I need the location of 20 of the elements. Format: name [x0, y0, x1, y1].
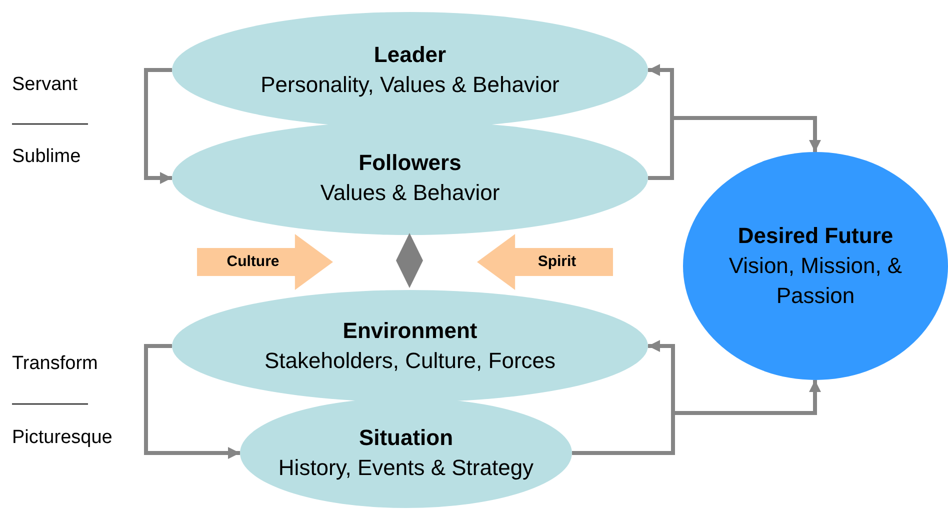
- side-label: Picturesque: [12, 426, 112, 450]
- node-title: Environment: [342, 317, 478, 346]
- node-text: Values & Behavior: [320, 179, 500, 207]
- arrow-label: Spirit: [538, 252, 576, 272]
- connector-arrow: [648, 116, 821, 180]
- node-title: Situation: [358, 424, 454, 452]
- connector-arrow: [144, 68, 172, 184]
- side-label: Sublime: [12, 145, 81, 169]
- node-title: Desired Future: [738, 222, 894, 250]
- node-text: History, Events & Strategy: [278, 454, 534, 482]
- node-title: Followers: [358, 149, 462, 178]
- side-label: Transform: [12, 352, 98, 376]
- node-text: Vision, Mission, & Passion: [728, 252, 904, 310]
- node-title: Leader: [374, 41, 446, 70]
- node-text: Stakeholders, Culture, Forces: [264, 347, 556, 375]
- connector-arrow: [144, 344, 240, 459]
- side-label: Servant: [12, 73, 78, 97]
- arrow-label: Culture: [226, 252, 280, 272]
- node-text: Personality, Values & Behavior: [260, 71, 560, 99]
- connector-arrow: [572, 380, 821, 455]
